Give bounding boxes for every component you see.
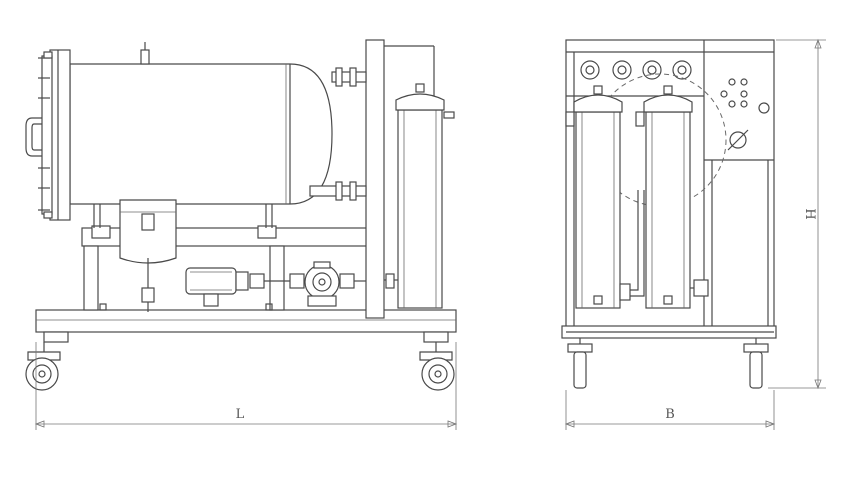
side-view: L bbox=[25, 39, 458, 430]
vertical-post bbox=[365, 39, 435, 319]
control-panel bbox=[720, 78, 770, 151]
dimension-width: B bbox=[564, 390, 776, 430]
front-view: B H bbox=[561, 38, 826, 430]
height-label: H bbox=[802, 208, 817, 219]
width-label: B bbox=[665, 407, 675, 422]
length-label: L bbox=[236, 407, 245, 422]
pressure-gauges bbox=[580, 60, 692, 80]
base-frame bbox=[35, 309, 457, 343]
flange-bolts bbox=[38, 51, 53, 219]
tank bbox=[25, 42, 367, 228]
gauge-icon bbox=[612, 60, 632, 80]
gauge-icon bbox=[672, 60, 692, 80]
caster-front-left bbox=[567, 338, 593, 389]
filter-housing-side bbox=[384, 83, 455, 309]
top-vent bbox=[140, 49, 150, 65]
upper-pipe bbox=[331, 71, 367, 83]
dimension-length: L bbox=[34, 342, 458, 430]
gauge-icon bbox=[642, 60, 662, 80]
connecting-pipe bbox=[628, 190, 639, 291]
filter-housing-right bbox=[635, 85, 693, 309]
dimension-height: H bbox=[768, 38, 826, 390]
filter-housing-left bbox=[565, 85, 623, 309]
caster-front-right bbox=[743, 338, 769, 389]
gauge-icon bbox=[580, 60, 600, 80]
door-handle bbox=[25, 117, 42, 157]
gear-pump bbox=[289, 261, 366, 307]
sump bbox=[119, 199, 177, 312]
caster-right bbox=[419, 342, 455, 391]
caster-left bbox=[25, 342, 61, 391]
motor bbox=[185, 267, 300, 307]
